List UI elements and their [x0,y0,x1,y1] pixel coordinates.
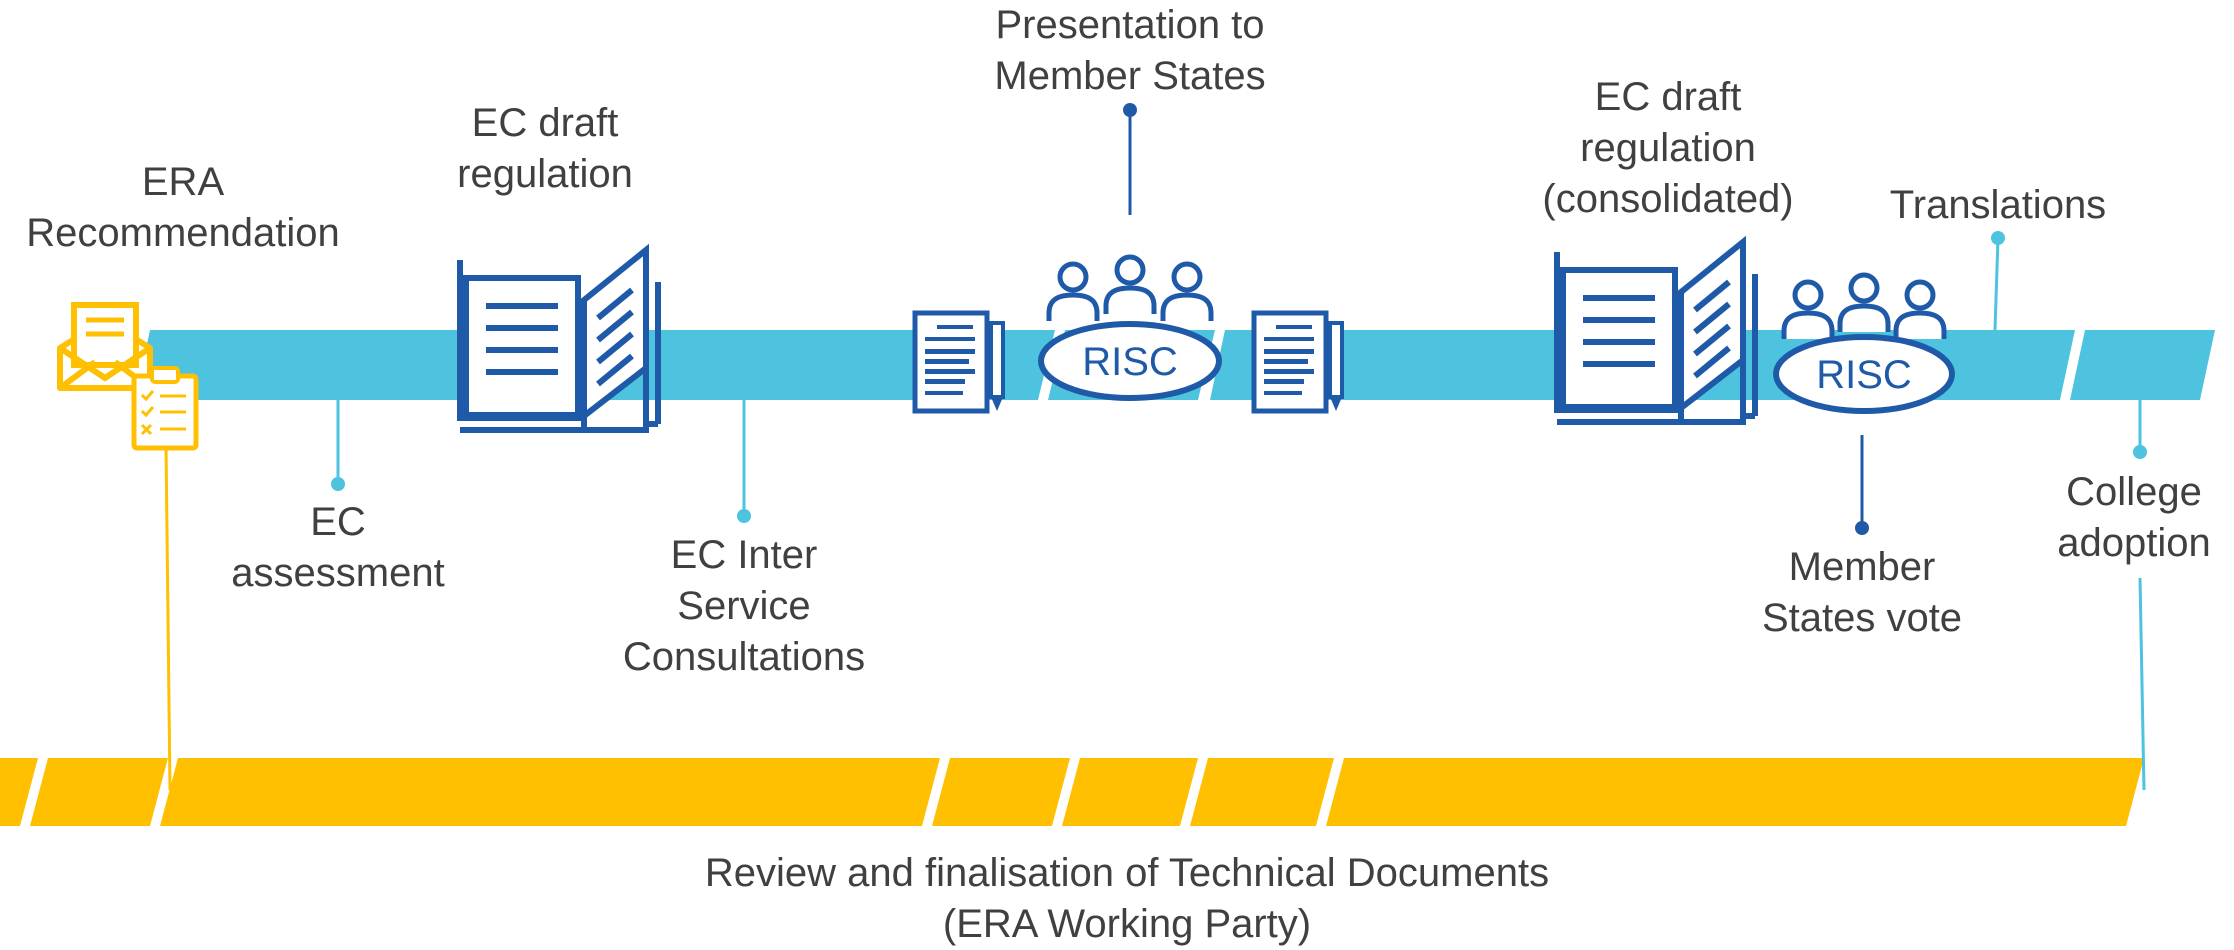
document-pen-icon [915,313,1003,411]
era-working-party-label: Review and finalisation of Technical Doc… [704,851,1550,946]
step-college-adoption: College adoption [2057,470,2211,565]
document-pen-icon [1254,313,1342,411]
step-translations: Translations [1889,183,2107,227]
step-era-recommendation: ERA Recommendation [26,160,340,255]
committee-people-icon: RISC [1773,275,1955,414]
risc-label: RISC [1816,353,1912,397]
risc-label: RISC [1082,340,1178,384]
envelope-icon [57,302,153,391]
step-ec-draft-regulation: EC draft regulation [457,101,633,196]
step-ec-assessment: EC assessment [231,500,445,595]
step-member-states-vote: Member States vote [1761,545,1963,640]
era-working-party-track [0,758,2144,826]
connector-lines [164,103,2147,791]
step-ec-inter-service-consultations: EC Inter Service Consultations [622,533,866,679]
checklist-icon [131,366,199,451]
step-ec-draft-regulation-consolidated: EC draft regulation (consolidated) [1542,75,1794,221]
open-book-icon [460,250,658,430]
step-presentation-to-member-states: Presentation to Member States [994,3,1266,98]
committee-people-icon: RISC [1038,257,1222,401]
